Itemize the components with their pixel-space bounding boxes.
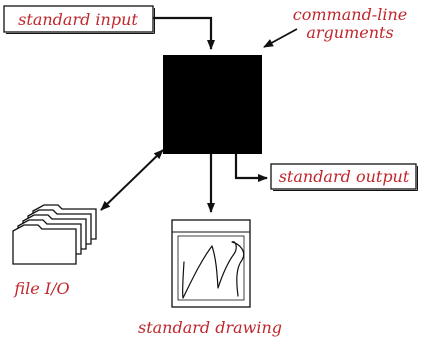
command-line-label: command-line (293, 5, 407, 24)
standard-input-arrow (153, 16, 215, 50)
standard-drawing-label: standard drawing (138, 318, 282, 337)
standard-drawing-window (171, 219, 251, 308)
standard-output-box (270, 163, 418, 191)
standard-output-label: standard output (279, 167, 410, 186)
standard-input-label: standard input (18, 10, 138, 29)
drawing-curve (181, 241, 245, 299)
arguments-label: arguments (306, 23, 393, 42)
standard-output-arrow (234, 154, 268, 182)
program-box (163, 55, 262, 154)
standard-input-box (3, 5, 155, 34)
file-io-arrow (100, 149, 164, 211)
command-line-arrow (263, 28, 298, 48)
folder-stack-icon (12, 204, 97, 265)
file-io-label: file I/O (13, 279, 69, 298)
